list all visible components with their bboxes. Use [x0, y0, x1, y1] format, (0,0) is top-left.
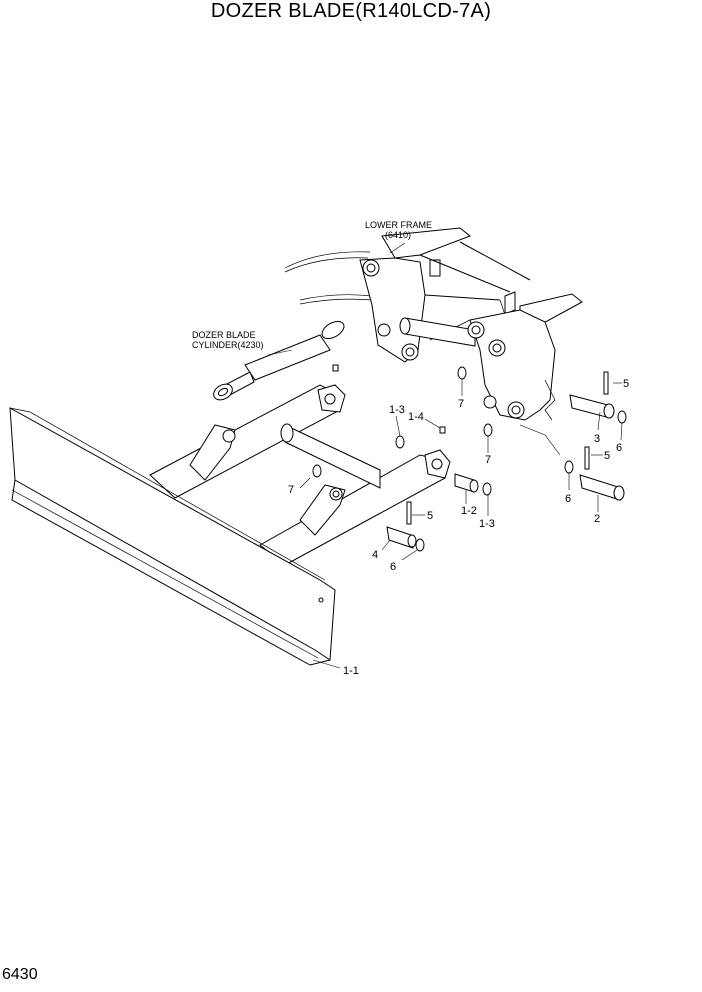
callout-5: 5 — [604, 450, 610, 462]
callout-1-3: 1-3 — [479, 518, 495, 530]
callout-6: 6 — [616, 442, 622, 454]
callout-7: 7 — [458, 398, 464, 410]
page-title: DOZER BLADE(R140LCD-7A) — [210, 0, 492, 22]
callout-5: 5 — [427, 510, 433, 522]
lower-frame-note-line1: LOWER FRAME — [365, 220, 432, 230]
callout-3: 3 — [594, 433, 600, 445]
callout-1-2: 1-2 — [461, 505, 477, 517]
callout-6: 6 — [565, 493, 571, 505]
dozer-blade-cylinder — [213, 320, 345, 401]
page-number: 6430 — [2, 966, 38, 983]
callout-5: 5 — [623, 378, 629, 390]
callout-6: 6 — [390, 561, 396, 573]
cylinder-note-line1: DOZER BLADE — [192, 330, 256, 340]
lower-frame-note-line2: (6410) — [385, 230, 411, 240]
callout-1-1: 1-1 — [343, 665, 359, 677]
callout-7: 7 — [288, 484, 294, 496]
cylinder-note-line2: CYLINDER(4230) — [192, 340, 264, 350]
callout-2: 2 — [594, 513, 600, 525]
dozer-blade — [9, 384, 451, 666]
lower-frame — [284, 227, 583, 421]
leader-lines — [267, 242, 623, 669]
callout-1-3: 1-3 — [389, 404, 405, 416]
callout-7: 7 — [485, 454, 491, 466]
callout-4: 4 — [372, 549, 378, 561]
callout-1-4: 1-4 — [408, 411, 424, 423]
